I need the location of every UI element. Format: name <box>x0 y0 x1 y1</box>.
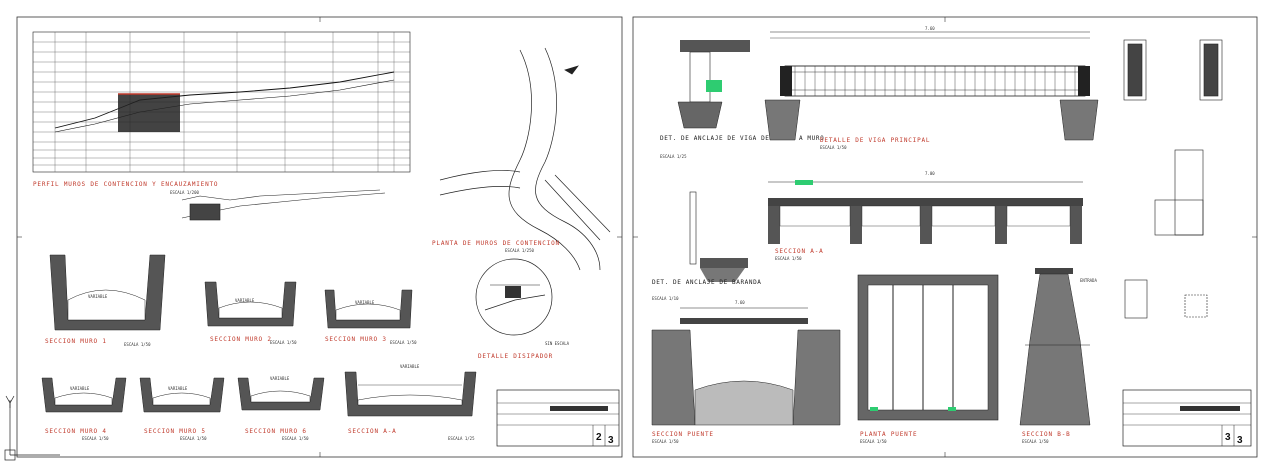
planta-puente <box>857 274 999 421</box>
variable-label-4: VARIABLE <box>70 386 90 391</box>
seccion-puente-title: SECCION PUENTE <box>652 431 714 438</box>
seccion-bb-scale: ESCALA 1/50 <box>1022 439 1049 444</box>
plan-walls <box>439 47 611 271</box>
section-6-scale: ESCALA 1/50 <box>282 436 309 441</box>
right-sheet: DET. DE ANCLAJE DE VIGA DE APOYO A MURO … <box>632 16 1258 458</box>
anclaje-baranda-detail <box>689 191 748 282</box>
section-4-label: SECCION MURO 4 <box>45 428 107 435</box>
section-3-scale: ESCALA 1/50 <box>390 340 417 345</box>
disipador-title: DETALLE DISIPADOR <box>478 353 553 360</box>
plan-scale: ESCALA 1/250 <box>505 248 534 253</box>
ucs-icon <box>4 395 60 461</box>
seccion-aa-scale: ESCALA 1/50 <box>775 256 802 261</box>
section-1-label: SECCION MURO 1 <box>45 338 107 345</box>
muro-section-5 <box>139 377 225 413</box>
muro-section-1 <box>49 254 166 331</box>
plan-title: PLANTA DE MUROS DE CONTENCION <box>432 240 560 247</box>
sheet-number-left: 2 <box>596 432 602 443</box>
seccion-bb-pier <box>1019 268 1091 426</box>
variable-label-3: VARIABLE <box>355 300 375 305</box>
title-block-right <box>1122 389 1252 447</box>
muro-section-4 <box>41 377 127 413</box>
viga-principal-detail <box>764 31 1099 141</box>
left-sheet: PERFIL MUROS DE CONTENCION Y ENCAUZAMIEN… <box>4 16 623 461</box>
anclaje-viga-title: DET. DE ANCLAJE DE VIGA DE APOYO A MURO <box>660 135 824 142</box>
muro-section-3 <box>324 289 413 329</box>
disipador-scale: SIN ESCALA <box>545 341 570 346</box>
seccion-puente-scale: ESCALA 1/50 <box>652 439 679 444</box>
viga-principal-title: DETALLE DE VIGA PRINCIPAL <box>820 137 930 144</box>
section-2-label: SECCION MURO 2 <box>210 336 272 343</box>
variable-label-aa: VARIABLE <box>400 364 420 369</box>
variable-label-6: VARIABLE <box>270 376 290 381</box>
section-4-scale: ESCALA 1/50 <box>82 436 109 441</box>
section-5-scale: ESCALA 1/50 <box>180 436 207 441</box>
seccion-aa-title: SECCION A-A <box>775 248 824 255</box>
seccion-bb-title: SECCION B-B <box>1022 431 1071 438</box>
anclaje-viga-detail <box>677 40 750 129</box>
variable-label-5: VARIABLE <box>168 386 188 391</box>
sheet-total-right: 3 <box>1237 435 1243 446</box>
profile-grid <box>32 31 411 173</box>
sheet-total-left: 3 <box>608 435 614 446</box>
profile-title: PERFIL MUROS DE CONTENCION Y ENCAUZAMIEN… <box>33 181 218 188</box>
section-aa-label: SECCION A-A <box>348 428 397 435</box>
variable-label-1: VARIABLE <box>88 294 108 299</box>
planta-scale: ESCALA 1/50 <box>860 439 887 444</box>
dim-total-top: 7.60 <box>925 26 935 31</box>
seccion-puente <box>651 307 841 426</box>
section-a-a-left <box>344 371 477 417</box>
section-aa-scale: ESCALA 1/25 <box>448 436 475 441</box>
profile-scale: ESCALA 1/200 <box>170 190 199 195</box>
viga-principal-scale: ESCALA 1/50 <box>820 145 847 150</box>
entrada-label: ENTRADA <box>1080 278 1097 283</box>
seccion-aa-bridge <box>768 180 1083 244</box>
muro-section-6 <box>237 377 325 411</box>
planta-title: PLANTA PUENTE <box>860 431 917 438</box>
dim-sub-aa: 7.00 <box>925 171 935 176</box>
section-1-scale: ESCALA 1/50 <box>124 342 151 347</box>
dim-total-puente: 7.60 <box>735 300 745 305</box>
section-5-label: SECCION MURO 5 <box>144 428 206 435</box>
sheet-number-right: 3 <box>1225 432 1231 443</box>
title-block-left <box>496 389 620 447</box>
anclaje-baranda-scale: ESCALA 1/10 <box>652 296 679 301</box>
section-2-scale: ESCALA 1/50 <box>270 340 297 345</box>
wall-profile-strip <box>181 189 386 221</box>
section-3-label: SECCION MURO 3 <box>325 336 387 343</box>
anclaje-viga-scale: ESCALA 1/25 <box>660 154 687 159</box>
variable-label-2: VARIABLE <box>235 298 255 303</box>
rebar-section-details <box>1123 39 1223 319</box>
section-6-label: SECCION MURO 6 <box>245 428 307 435</box>
anclaje-baranda-title: DET. DE ANCLAJE DE BARANDA <box>652 279 762 286</box>
muro-section-2 <box>204 281 297 327</box>
disipador-detail <box>475 258 553 336</box>
